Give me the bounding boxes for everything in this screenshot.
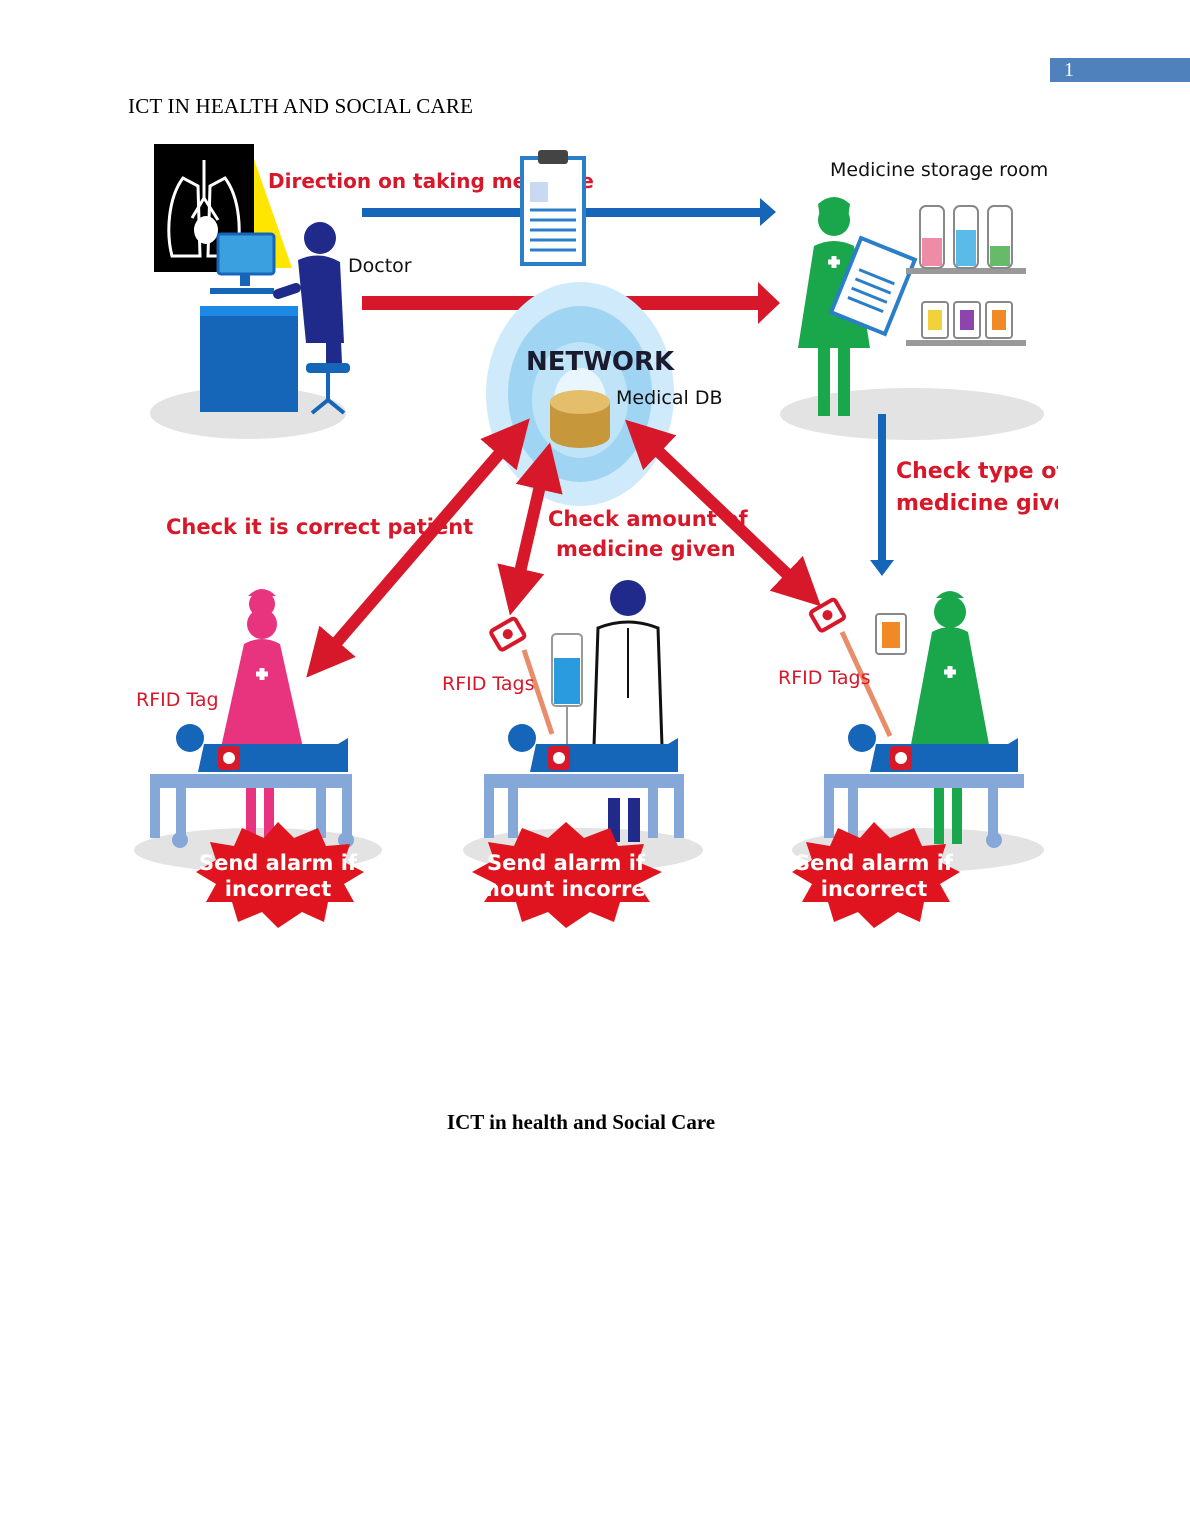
left-bed-scene (150, 589, 354, 848)
clipboard-icon (520, 150, 586, 266)
diagram-canvas: Doctor Direction on taking medicine Medi… (134, 144, 1058, 928)
alarm-mid-line2: amount incorrect (464, 877, 668, 901)
doctor-figure (200, 222, 350, 415)
storage-label: Medicine storage room (830, 159, 1048, 181)
network-label: NETWORK (526, 347, 675, 377)
rfid-tags-right-label: RFID Tags (778, 667, 870, 689)
check-amount-label-1: Check amount of (548, 507, 748, 531)
storage-clipboard-icon (828, 235, 918, 337)
running-head: ICT IN HEALTH AND SOCIAL CARE (128, 94, 474, 118)
alarm-right-line2: incorrect (821, 877, 927, 901)
alarm-mid-line1: Send alarm if (487, 851, 646, 875)
alarm-right-line1: Send alarm if (795, 851, 954, 875)
blue-arrow-head (760, 198, 776, 226)
page-number: 1 (1050, 58, 1190, 82)
alarm-burst-left (196, 822, 364, 928)
rfid-tag-left-label: RFID Tag (136, 689, 219, 711)
arrow-db-right (624, 419, 822, 607)
check-type-label-2: medicine given (896, 491, 1058, 516)
blue-down-arrow-shaft (878, 414, 886, 564)
alarm-left-line1: Send alarm if (199, 851, 358, 875)
medical-db-label: Medical DB (616, 387, 723, 409)
arrow-db-left (306, 418, 530, 678)
check-patient-label: Check it is correct patient (166, 515, 473, 539)
blue-down-arrow-head (870, 560, 894, 576)
medicine-shelves (906, 205, 1026, 346)
doctor-label: Doctor (348, 255, 412, 277)
rfid-tags-mid-label: RFID Tags (442, 673, 534, 695)
alarm-burst-right (792, 822, 960, 928)
figure-caption: ICT in health and Social Care (446, 1110, 716, 1134)
database-icon (550, 390, 610, 448)
red-arrow-head (758, 282, 780, 324)
check-amount-label-2: medicine given (556, 537, 736, 561)
check-type-label-1: Check type of (896, 459, 1058, 484)
alarm-burst-mid (472, 822, 662, 928)
alarm-left-line2: incorrect (225, 877, 331, 901)
arrow-db-mid (497, 442, 563, 616)
right-bed-scene (808, 591, 1024, 848)
middle-bed-scene (484, 580, 684, 842)
ict-healthcare-diagram: Doctor Direction on taking medicine Medi… (128, 138, 1058, 938)
